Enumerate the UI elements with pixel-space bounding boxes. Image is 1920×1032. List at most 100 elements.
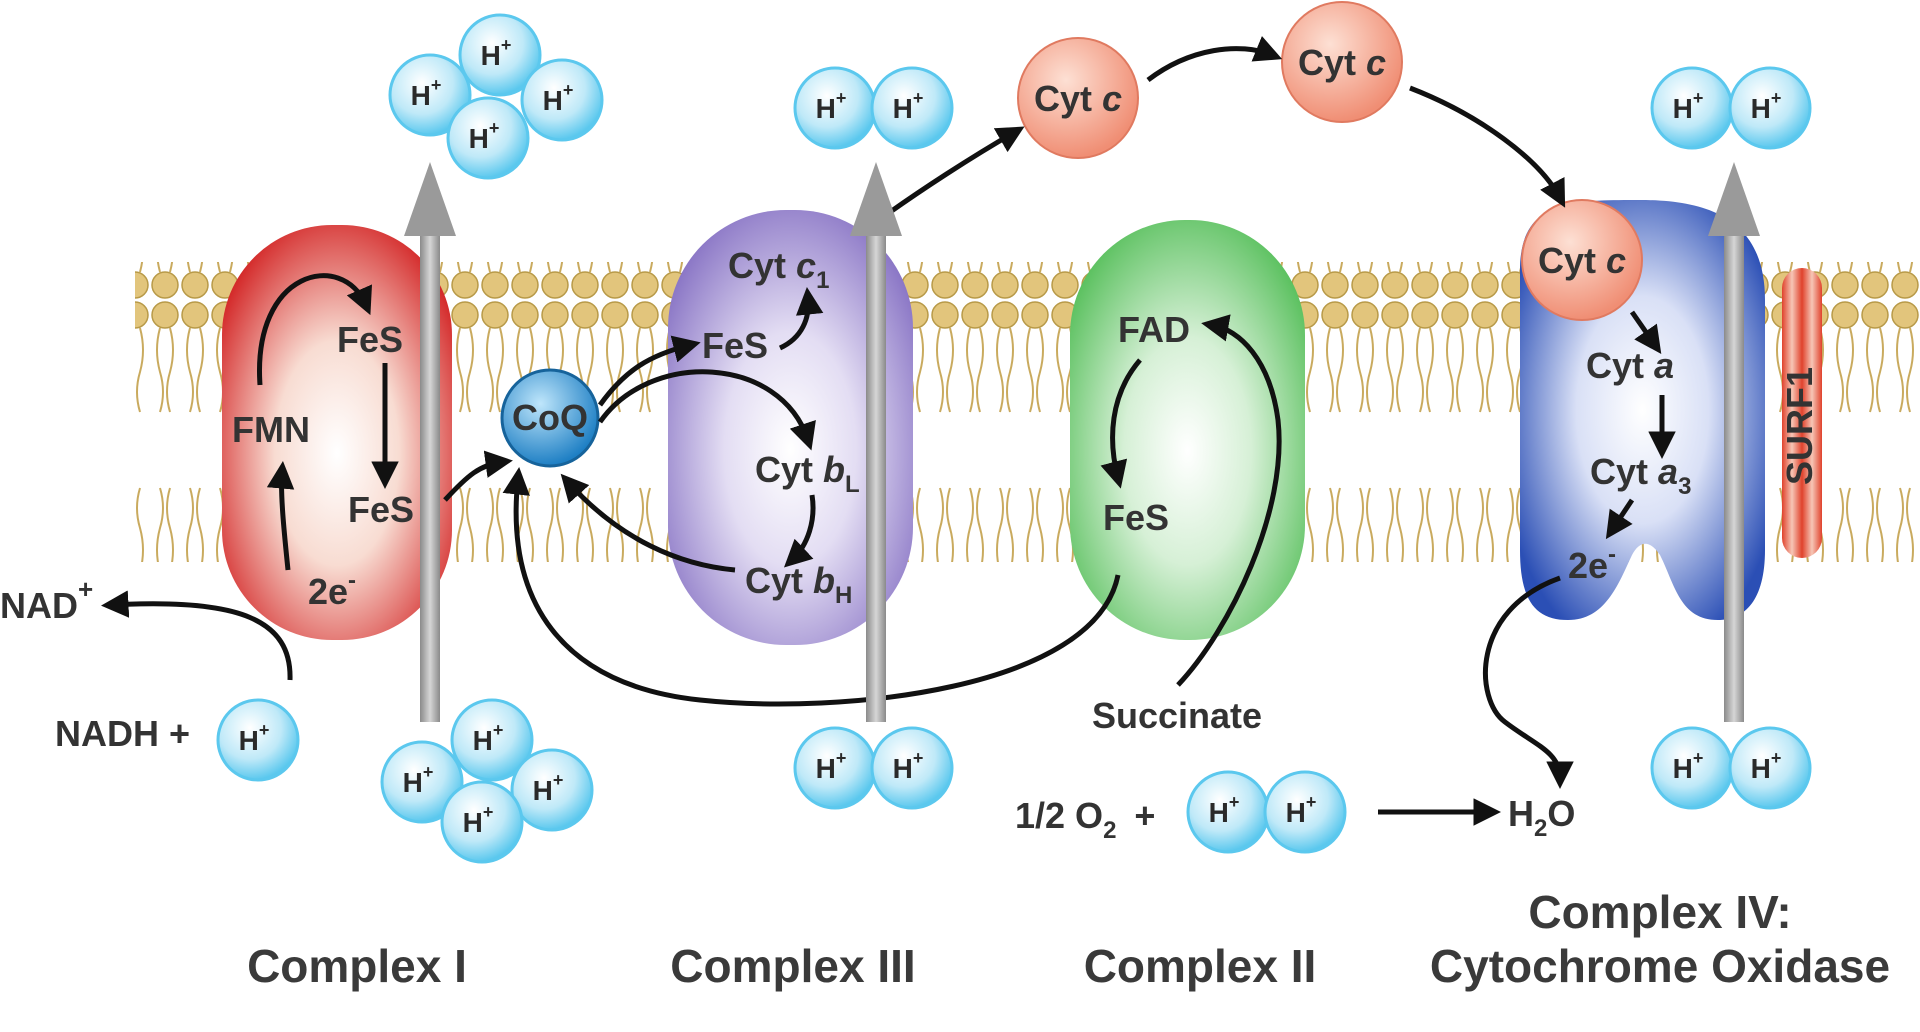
arrow-cyt-bh-to-coq bbox=[560, 473, 736, 573]
svg-text:H+: H+ bbox=[893, 88, 924, 124]
proton-oxygen: H+ bbox=[1263, 770, 1347, 854]
proton-ims-complex-1: H+ bbox=[520, 58, 604, 142]
arrow-2e-to-water bbox=[1482, 575, 1574, 789]
svg-text:H+: H+ bbox=[463, 802, 494, 838]
svg-text:H+: H+ bbox=[1751, 88, 1782, 124]
complex-3-title: Complex III bbox=[670, 940, 915, 992]
water-label: H2O bbox=[1508, 793, 1575, 842]
complex-4-title-line-1: Complex IV: bbox=[1528, 886, 1791, 938]
proton-matrix-complex-1: H+ bbox=[380, 740, 464, 824]
cyt-c-3: Cyt c bbox=[1521, 199, 1643, 321]
arrow-coq-to-fes bbox=[597, 335, 701, 407]
complex-4-cyt-a: Cyt a bbox=[1586, 345, 1674, 386]
svg-text:H+: H+ bbox=[1673, 748, 1704, 784]
complex-1-fmn: FMN bbox=[232, 409, 310, 450]
proton-ims-complex-4: H+ bbox=[1650, 66, 1734, 150]
complex-2-fad: FAD bbox=[1118, 309, 1190, 350]
proton-pump-arrow-complex-3 bbox=[850, 162, 902, 722]
svg-text:H+: H+ bbox=[543, 80, 574, 116]
oxygen-label: 1/2 O2+ bbox=[1015, 795, 1155, 844]
proton-ims-complex-1: H+ bbox=[458, 13, 542, 97]
coq-circle bbox=[500, 368, 600, 468]
coq-molecule: CoQ bbox=[500, 368, 600, 468]
arrow-nadh-to-nad bbox=[101, 590, 293, 681]
proton-matrix-complex-3: H+ bbox=[793, 726, 877, 810]
arrow-2e-to-fmn bbox=[266, 461, 295, 571]
proton-matrix-complex-1: H+ bbox=[510, 748, 594, 832]
surf1-label: SURF1 bbox=[1779, 367, 1820, 485]
coq-label: CoQ bbox=[512, 397, 588, 438]
proton-ims-complex-3: H+ bbox=[870, 66, 954, 150]
complex-2-body bbox=[1070, 220, 1305, 640]
complex-1: FeS FMN FeS 2e- bbox=[222, 225, 452, 640]
proton-pump-arrow-complex-1 bbox=[404, 162, 456, 722]
complex-1-electrons: 2e- bbox=[308, 567, 356, 612]
proton-matrix-complex-1: H+ bbox=[450, 698, 534, 782]
arrow-fmn-to-fes-top bbox=[257, 273, 372, 386]
svg-text:H+: H+ bbox=[473, 720, 504, 756]
svg-text:H+: H+ bbox=[403, 762, 434, 798]
cyt-c-1-label: Cyt c bbox=[1034, 78, 1122, 119]
svg-text:H+: H+ bbox=[469, 118, 500, 154]
arrow-fad-to-fes bbox=[1100, 358, 1142, 489]
proton-matrix-complex-4: H+ bbox=[1650, 726, 1734, 810]
arrow-cyt-c-to-cyt-a bbox=[1629, 310, 1662, 355]
arrow-complex-2-fes-to-coq bbox=[502, 467, 1121, 707]
svg-text:H+: H+ bbox=[1209, 792, 1240, 828]
complex-3-cyt-c1: Cyt c1 bbox=[728, 245, 829, 294]
svg-text:H+: H+ bbox=[816, 748, 847, 784]
complex-4-cyt-a3: Cyt a3 bbox=[1590, 451, 1691, 500]
proton-pump-arrow-complex-4 bbox=[1708, 162, 1760, 722]
proton-matrix-complex-4: H+ bbox=[1728, 726, 1812, 810]
complex-2-succinate: Succinate bbox=[1092, 695, 1262, 736]
arrow-cyt-c-to-complex-4 bbox=[1409, 85, 1566, 208]
svg-text:H+: H+ bbox=[1673, 88, 1704, 124]
cyt-c-2-circle bbox=[1281, 1, 1403, 123]
proton-ims-complex-1: H+ bbox=[446, 96, 530, 180]
svg-text:H+: H+ bbox=[816, 88, 847, 124]
proton-matrix-complex-1: H+ bbox=[440, 780, 524, 864]
arrow-succinate-to-fad bbox=[1176, 314, 1282, 687]
nadh-label: NADH + bbox=[55, 713, 190, 754]
arrow-cyt-c-to-cyt-c bbox=[1146, 36, 1283, 82]
complex-3-cyt-bl: Cyt bL bbox=[755, 449, 860, 498]
surf1-protein bbox=[1782, 268, 1822, 558]
svg-text:H+: H+ bbox=[481, 35, 512, 71]
nad-label: NAD+ bbox=[0, 574, 93, 626]
proton-matrix-complex-3: H+ bbox=[870, 726, 954, 810]
arrow-fes-to-cyt-c1 bbox=[778, 287, 824, 351]
cyt-c-3-circle bbox=[1521, 199, 1643, 321]
arrow-cyt-a3-to-2e bbox=[1605, 498, 1635, 540]
complex-2: FAD FeS Succinate bbox=[1070, 220, 1305, 736]
complex-2-fes: FeS bbox=[1103, 497, 1169, 538]
complex-4-electrons: 2e- bbox=[1568, 541, 1616, 586]
arrow-cyt-bl-to-cyt-bh bbox=[783, 494, 816, 568]
proton-ims-complex-4: H+ bbox=[1728, 66, 1812, 150]
svg-text:H+: H+ bbox=[411, 75, 442, 111]
complex-1-title: Complex I bbox=[247, 940, 467, 992]
cyt-c-1: Cyt c bbox=[1017, 37, 1139, 159]
arrow-cyt-c1-to-cyt-c bbox=[870, 126, 1025, 228]
svg-text:H+: H+ bbox=[893, 748, 924, 784]
complex-1-body bbox=[222, 225, 452, 640]
proton-oxygen: H+ bbox=[1186, 770, 1270, 854]
svg-text:H+: H+ bbox=[1751, 748, 1782, 784]
arrow-fes-to-coq bbox=[443, 450, 513, 502]
complex-2-title: Complex II bbox=[1084, 940, 1317, 992]
cyt-c-1-circle bbox=[1017, 37, 1139, 159]
svg-text:H+: H+ bbox=[533, 770, 564, 806]
cyt-c-2-label: Cyt c bbox=[1298, 42, 1386, 83]
complex-4-title-line-2: Cytochrome Oxidase bbox=[1430, 940, 1890, 992]
proton-nadh: H+ bbox=[216, 698, 300, 782]
protons: H+ H+ H+ H+ H+ H+ H+ H+ H+ H+ H+ H+ H+ H+ H+ H+ H+ H+ H+ bbox=[216, 13, 1812, 864]
complex-3-fes: FeS bbox=[702, 325, 768, 366]
cyt-c-3-label: Cyt c bbox=[1538, 240, 1626, 281]
svg-text:H+: H+ bbox=[239, 720, 270, 756]
proton-ims-complex-3: H+ bbox=[793, 66, 877, 150]
proton-ims-complex-1: H+ bbox=[388, 53, 472, 137]
svg-text:H+: H+ bbox=[1286, 792, 1317, 828]
complex-1-fes-top: FeS bbox=[337, 319, 403, 360]
arrow-coq-to-cyt-bl bbox=[597, 369, 816, 451]
cyt-c-2: Cyt c bbox=[1281, 1, 1403, 123]
